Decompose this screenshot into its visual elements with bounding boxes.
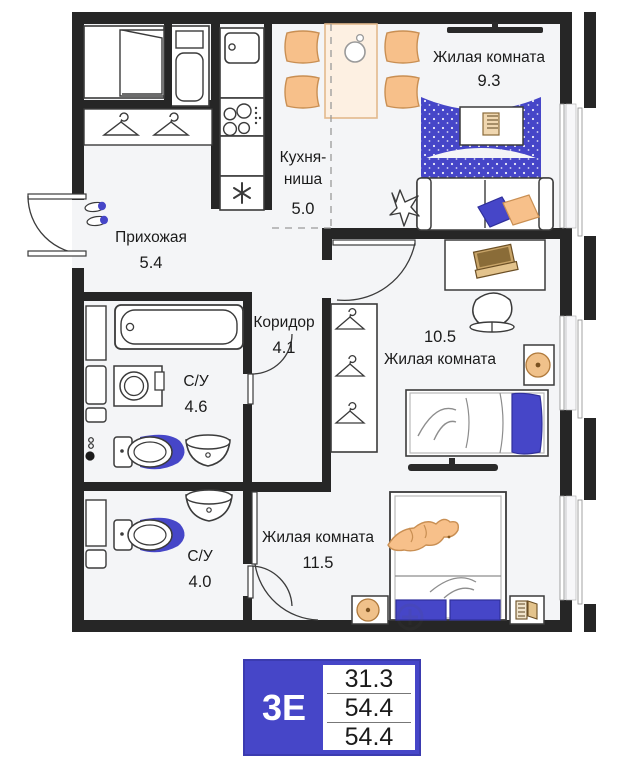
fridge-partitions	[164, 24, 172, 108]
desk-icon	[444, 239, 546, 291]
bookshelf-icon	[509, 595, 545, 625]
interior-door-icon	[332, 239, 416, 302]
room-area-corridor: 4.1	[273, 339, 296, 357]
room-labels: Жилая комната 9.3 Кухня- ниша 5.0 Прихож…	[115, 49, 545, 591]
room-label-kitchen-line1: Кухня-	[280, 149, 327, 166]
kitchen-group	[170, 25, 265, 211]
refrigerator-icon	[170, 25, 210, 107]
nightstand-icon	[351, 595, 389, 625]
bathtub-icon	[114, 304, 244, 350]
wardrobe-hangers-middle	[330, 303, 378, 453]
chair-cushion-icon	[284, 30, 420, 109]
toilet-icon	[113, 517, 185, 553]
sofa-icon	[416, 177, 554, 231]
riser-pipes-icon	[85, 499, 107, 569]
toilet-icon	[113, 434, 185, 470]
room-label-living-bottom: Жилая комната	[262, 529, 374, 546]
washing-machine-icon	[113, 365, 165, 407]
nightstand-icon	[523, 344, 555, 386]
room-label-hallway: Прихожая	[115, 229, 187, 246]
bed-double-icon	[389, 491, 507, 621]
hanger-icon	[151, 112, 191, 136]
apartment-type-badge: 3Е 31.3 54.4 54.4	[243, 659, 421, 756]
plant-icon	[389, 189, 420, 227]
room-area-bathroom-upper: 4.6	[185, 398, 208, 416]
room-label-kitchen-line2: ниша	[284, 171, 323, 188]
interior-door-icon	[251, 491, 319, 621]
hanger-icon	[334, 308, 366, 330]
outer-walls	[72, 12, 596, 632]
hanger-icon	[334, 355, 366, 377]
entrance-door-icon	[27, 193, 87, 257]
apartment-code-cell: 3Е	[245, 661, 323, 754]
floor-lamp-icon	[469, 292, 515, 333]
room-area-kitchen: 5.0	[292, 200, 315, 218]
bed-single-icon	[405, 389, 549, 457]
wash-basin-icon	[185, 434, 231, 467]
apartment-areas-cell: 31.3 54.4 54.4	[323, 665, 415, 751]
hanger-icon	[334, 402, 366, 424]
dining-table-icon	[324, 23, 378, 119]
kitchen-sink-icon	[224, 32, 260, 64]
room-label-bathroom-upper: С/У	[183, 373, 209, 390]
room-area-living-middle: 10.5	[424, 328, 456, 346]
wardrobe-top-left	[83, 25, 165, 99]
dog-icon	[387, 518, 460, 552]
slippers-icon	[84, 201, 108, 227]
stove-cooktop-icon	[222, 103, 262, 137]
interior-walls	[84, 24, 562, 624]
hanger-closet	[83, 108, 213, 146]
coffee-table-icon	[459, 106, 524, 146]
area-total-2: 54.4	[344, 722, 394, 751]
area-living: 31.3	[327, 665, 411, 694]
room-area-living-bottom: 11.5	[303, 554, 334, 572]
room-area-bathroom-lower: 4.0	[189, 573, 212, 591]
wash-basin-icon	[185, 489, 233, 522]
window-group-right	[559, 103, 583, 605]
apartment-code: 3Е	[261, 686, 307, 728]
tv-wall-mounted-icon	[447, 22, 543, 33]
zone-divider-dashed	[272, 24, 332, 229]
watermark	[396, 603, 424, 631]
room-area-living-top: 9.3	[478, 72, 501, 90]
appliance-icon	[233, 182, 251, 204]
area-total-1: 54.4	[327, 694, 411, 723]
riser-pipes-icon	[85, 305, 107, 461]
room-label-living-middle: Жилая комната	[384, 351, 496, 368]
room-label-living-top: Жилая комната	[433, 49, 545, 66]
interior-door-icon	[247, 333, 293, 405]
tv-stand-icon	[408, 458, 498, 471]
hanger-icon	[101, 112, 141, 136]
interior-door-icon	[247, 565, 293, 607]
room-label-corridor: Коридор	[253, 314, 314, 331]
room-label-bathroom-lower: С/У	[187, 548, 213, 565]
room-area-hallway: 5.4	[140, 254, 163, 272]
